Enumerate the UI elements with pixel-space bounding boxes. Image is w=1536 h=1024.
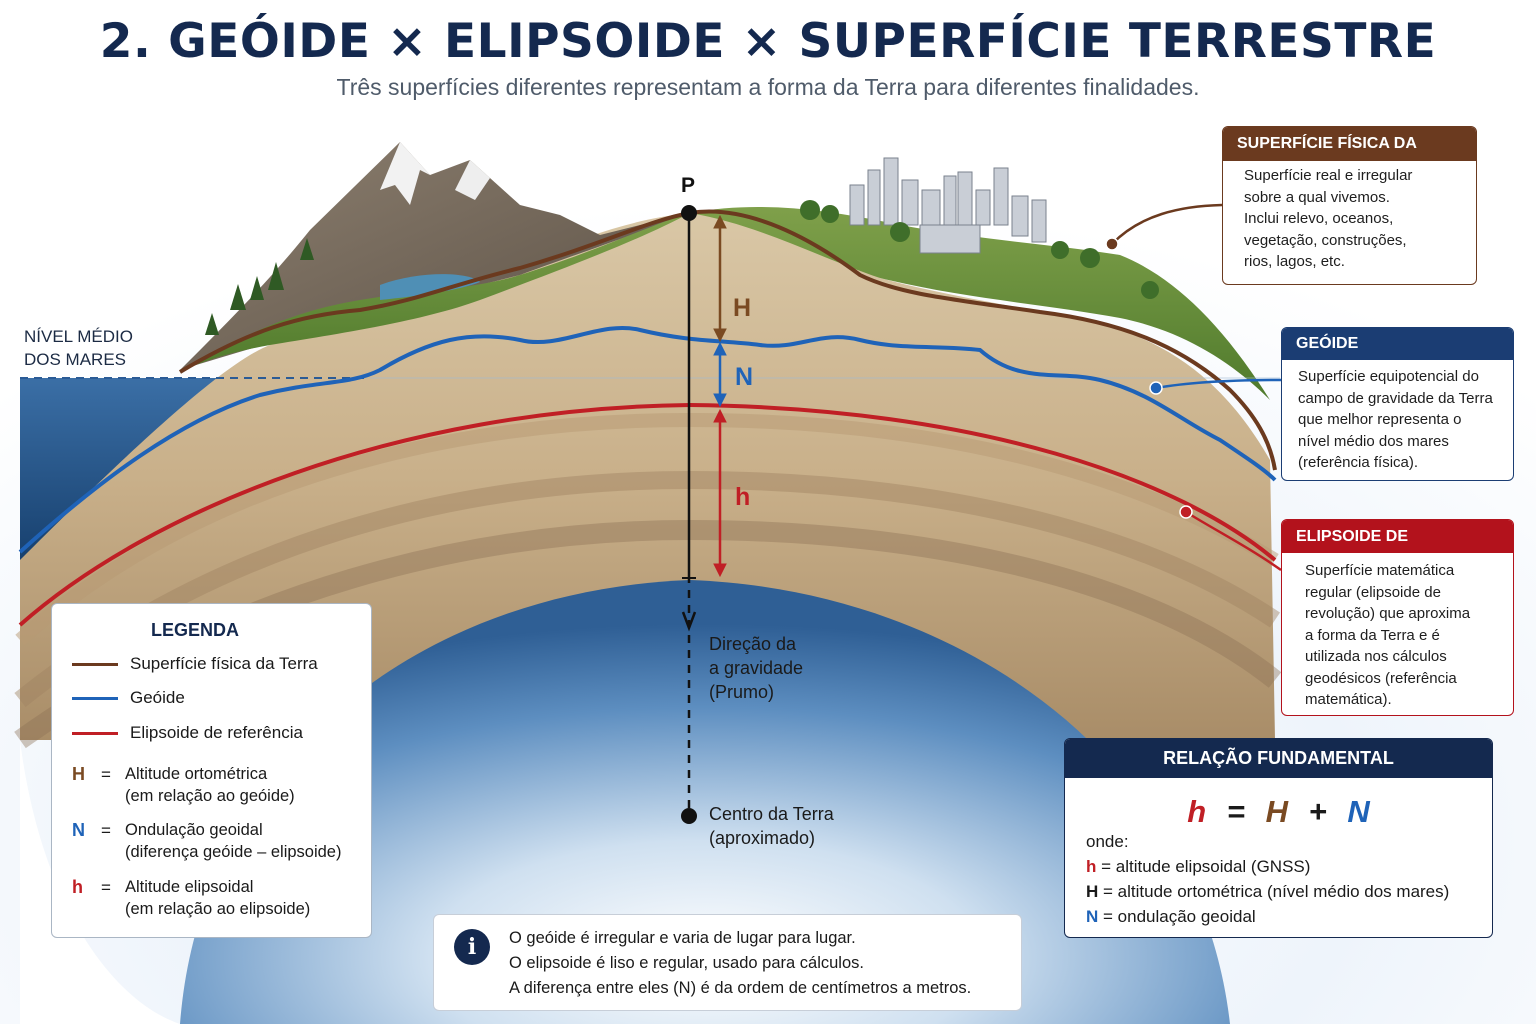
fundamental-relation-card: RELAÇÃO FUNDAMENTAL h = H + N onde: h = … bbox=[1064, 738, 1493, 938]
formula-definitions: onde: h = altitude elipsoidal (GNSS) H =… bbox=[1086, 829, 1449, 929]
h-ellipsoidal-arrow bbox=[713, 408, 727, 578]
legend-surface-label: Superfície física da Terra bbox=[130, 654, 318, 673]
legend-ellipsoid-swatch bbox=[72, 732, 118, 735]
physical-surface-line bbox=[178, 209, 1277, 471]
physical-surface-card-title: SUPERFÍCIE FÍSICA DA TERRA bbox=[1223, 127, 1476, 186]
surface-connector bbox=[1111, 203, 1223, 245]
info-text: O geóide é irregular e varia de lugar pa… bbox=[509, 929, 972, 997]
geoid-line bbox=[18, 325, 1277, 554]
formula: h = H + N bbox=[1187, 794, 1370, 829]
earth-center-dot bbox=[681, 808, 697, 824]
info-box: i O geóide é irregular e varia de lugar … bbox=[433, 914, 1022, 1011]
lake bbox=[380, 274, 480, 300]
ellipsoid-card-text: Superfície matemática regular (elipsoide… bbox=[1305, 562, 1471, 708]
definition-row: H = altitude ortométrica (nível médio do… bbox=[1086, 882, 1450, 901]
legend: LEGENDA Superfície física da Terra Geóid… bbox=[51, 603, 372, 938]
ellipsoid-card-title: ELIPSOIDE DE REFERÊNCIA bbox=[1282, 520, 1513, 578]
trees-left bbox=[205, 238, 314, 335]
legend-h-ellipsoidal-symbol: h bbox=[72, 877, 83, 897]
page-title: 2. GEÓIDE × ELIPSOIDE × SUPERFÍCIE TERRE… bbox=[99, 14, 1437, 69]
point-p bbox=[681, 205, 697, 221]
gravity-direction-label: Direção da a gravidade (Prumo) bbox=[709, 634, 804, 702]
geoid-connector bbox=[1155, 378, 1282, 390]
point-p-label: P bbox=[681, 174, 696, 197]
legend-surface-swatch bbox=[72, 663, 118, 666]
physical-surface-card: SUPERFÍCIE FÍSICA DA TERRA Superfície re… bbox=[1222, 126, 1477, 285]
geoid-card-text: Superfície equipotencial do campo de gra… bbox=[1298, 368, 1493, 471]
sea-level-label: NÍVEL MÉDIO DOS MARES bbox=[24, 327, 133, 369]
page-subtitle: Três superfícies diferentes representam … bbox=[336, 74, 1200, 100]
legend-ellipsoid-label: Elipsoide de referência bbox=[130, 723, 303, 742]
physical-surface-card-text: Superfície real e irregular sobre a qual… bbox=[1244, 167, 1413, 270]
legend-h-ortho-desc: Altitude ortométrica (em relação ao geói… bbox=[125, 765, 295, 805]
legend-geoid-swatch bbox=[72, 697, 118, 700]
legend-n-symbol: N bbox=[72, 820, 85, 840]
legend-h-ortho-symbol: H bbox=[72, 764, 85, 784]
h-ortho-label: H bbox=[733, 294, 752, 322]
legend-title: LEGENDA bbox=[151, 620, 240, 640]
fundamental-relation-title: RELAÇÃO FUNDAMENTAL bbox=[1065, 739, 1492, 778]
legend-n-desc: Ondulação geoidal (diferença geóide – el… bbox=[125, 821, 342, 861]
info-icon: i bbox=[454, 929, 490, 965]
ellipsoid-connector bbox=[1185, 510, 1282, 572]
h-ortho-arrow bbox=[713, 214, 727, 343]
definition-row: N = ondulação geoidal bbox=[1086, 907, 1256, 926]
earth-interior bbox=[180, 580, 1230, 1024]
legend-h-ellipsoidal-desc: Altitude elipsoidal (em relação ao elips… bbox=[125, 878, 311, 918]
geoid-card-title: GEÓIDE bbox=[1282, 328, 1513, 360]
earth-center-label: Centro da Terra (aproximado) bbox=[709, 804, 834, 848]
definition-row: h = altitude elipsoidal (GNSS) bbox=[1086, 857, 1311, 876]
n-geoid-arrow bbox=[713, 341, 727, 408]
city bbox=[849, 157, 1047, 254]
legend-geoid-label: Geóide bbox=[130, 688, 185, 707]
ellipsoid-card: ELIPSOIDE DE REFERÊNCIA Superfície matem… bbox=[1281, 519, 1514, 716]
trees-right bbox=[800, 200, 1159, 299]
h-ellipsoidal-label: h bbox=[735, 483, 751, 511]
n-geoid-label: N bbox=[735, 363, 754, 391]
geoid-card: GEÓIDE Superfície equipotencial do campo… bbox=[1281, 327, 1514, 481]
